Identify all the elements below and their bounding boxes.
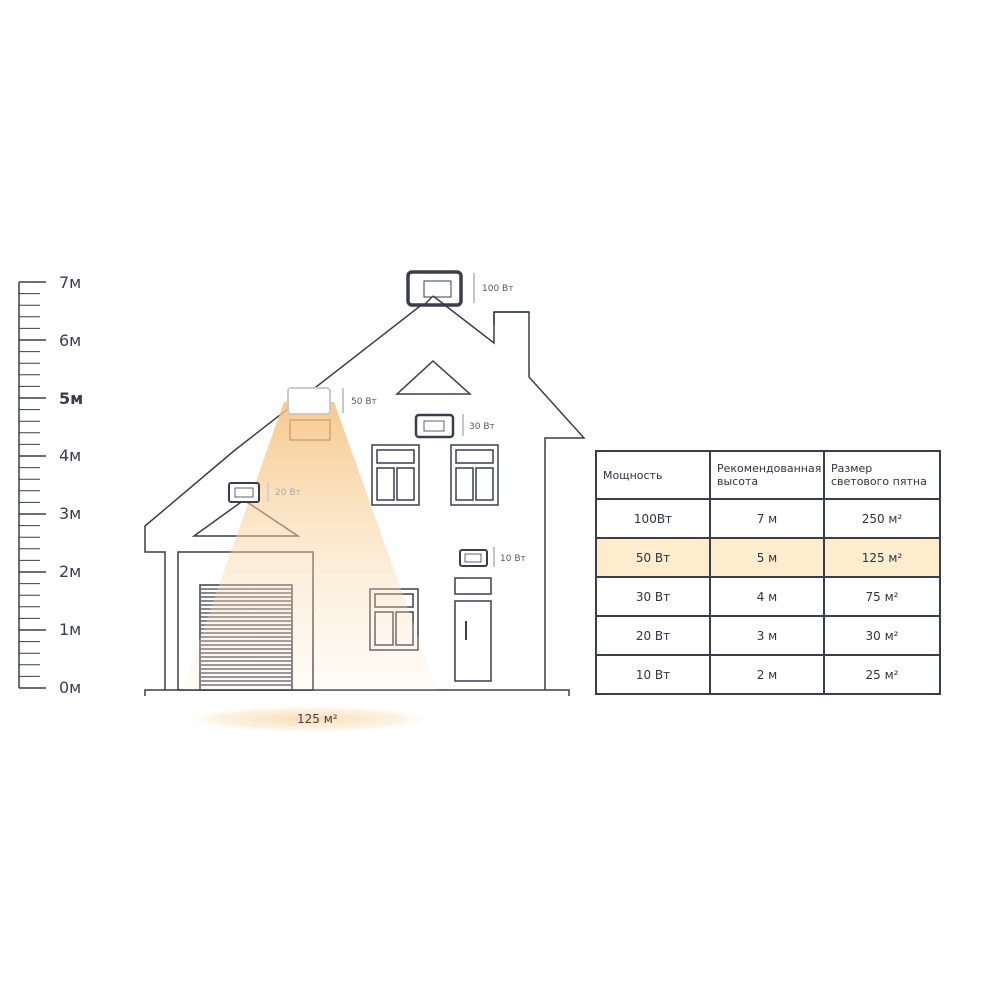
cell-height: 7 м [709, 498, 825, 539]
scale-label-1m: 1м [59, 620, 81, 639]
lamp-50w-label: 50 Вт [351, 397, 377, 407]
scale-label-5m: 5м [59, 389, 83, 408]
lamp-20w: 20 Вт [228, 482, 301, 503]
scale-labels: 7м 6м 5м 4м 3м 2м 1м 0м [59, 273, 83, 697]
cell-power: 50 Вт [595, 537, 711, 578]
window-upper-left-pane-l [376, 467, 395, 501]
lamp-100w-mount [423, 295, 446, 306]
window-upper-right-pane-l [455, 467, 474, 501]
lamp-10w-lens [464, 553, 482, 563]
height-scale: 7м 6м 5м 4м 3м 2м 1м 0м [18, 273, 83, 697]
table-row: 30 Вт 4 м 75 м² [595, 576, 941, 617]
cell-height: 4 м [709, 576, 825, 617]
cell-power: 100Вт [595, 498, 711, 539]
window-upper-right [450, 444, 499, 506]
lamp-50w-lens [293, 394, 325, 408]
cell-power: 30 Вт [595, 576, 711, 617]
lamp-50w: 50 Вт [287, 387, 377, 415]
cell-power: 10 Вт [595, 654, 711, 695]
window-upper-right-pane-top [455, 449, 494, 464]
window-upper-left [371, 444, 420, 506]
attic-window [395, 359, 472, 395]
window-upper-left-pane-top [376, 449, 415, 464]
lamp-20w-label: 20 Вт [275, 488, 301, 498]
cell-area: 30 м² [823, 615, 941, 656]
specs-table: Мощность Рекомендованная высота Размер с… [595, 450, 941, 695]
window-upper-left-pane-r [396, 467, 415, 501]
cell-height: 2 м [709, 654, 825, 695]
lamp-30w-label: 30 Вт [469, 422, 495, 432]
cell-height: 3 м [709, 615, 825, 656]
lamp-20w-body [228, 482, 260, 503]
header-power: Мощность [595, 450, 711, 500]
cell-area: 250 м² [823, 498, 941, 539]
header-height: Рекомендованная высота [709, 450, 825, 500]
cell-area: 125 м² [823, 537, 941, 578]
window-upper-right-pane-r [475, 467, 494, 501]
scale-label-4m: 4м [59, 446, 81, 465]
scale-label-7m: 7м [59, 273, 81, 292]
scale-label-3m: 3м [59, 504, 81, 523]
door-transom [454, 577, 492, 595]
scale-label-0m: 0м [59, 678, 81, 697]
table-row-highlighted: 50 Вт 5 м 125 м² [595, 537, 941, 578]
lamp-100w-lens [423, 280, 452, 298]
table-header-row: Мощность Рекомендованная высота Размер с… [595, 450, 941, 500]
mount-line-left [423, 295, 434, 306]
scale-label-6m: 6м [59, 331, 81, 350]
lamp-100w-label: 100 Вт [482, 284, 513, 294]
lamp-10w-label: 10 Вт [500, 554, 526, 564]
cell-power: 20 Вт [595, 615, 711, 656]
door [454, 600, 492, 682]
header-area: Размер светового пятна [823, 450, 941, 500]
lamp-30w: 30 Вт [414, 413, 495, 439]
lamp-30w-lens [423, 420, 445, 432]
light-spot [178, 705, 438, 733]
scale-label-2m: 2м [59, 562, 81, 581]
lamp-100w-body [406, 270, 463, 307]
scale-ticks [19, 281, 46, 689]
chimney [493, 311, 529, 325]
ground-line [144, 689, 570, 696]
cell-area: 75 м² [823, 576, 941, 617]
lamp-30w-body [414, 413, 455, 439]
cell-height: 5 м [709, 537, 825, 578]
table-row: 10 Вт 2 м 25 м² [595, 654, 941, 695]
lamp-10w: 10 Вт [459, 547, 526, 567]
table-row: 100Вт 7 м 250 м² [595, 498, 941, 539]
light-spot-label: 125 м² [297, 712, 338, 726]
mount-line-right [432, 295, 446, 306]
main-house-outline [144, 295, 586, 690]
cell-area: 25 м² [823, 654, 941, 695]
table-row: 20 Вт 3 м 30 м² [595, 615, 941, 656]
lamp-10w-body [459, 549, 488, 567]
lamp-20w-lens [234, 487, 254, 498]
lamp-100w: 100 Вт [406, 270, 513, 307]
light-beam [182, 402, 437, 690]
